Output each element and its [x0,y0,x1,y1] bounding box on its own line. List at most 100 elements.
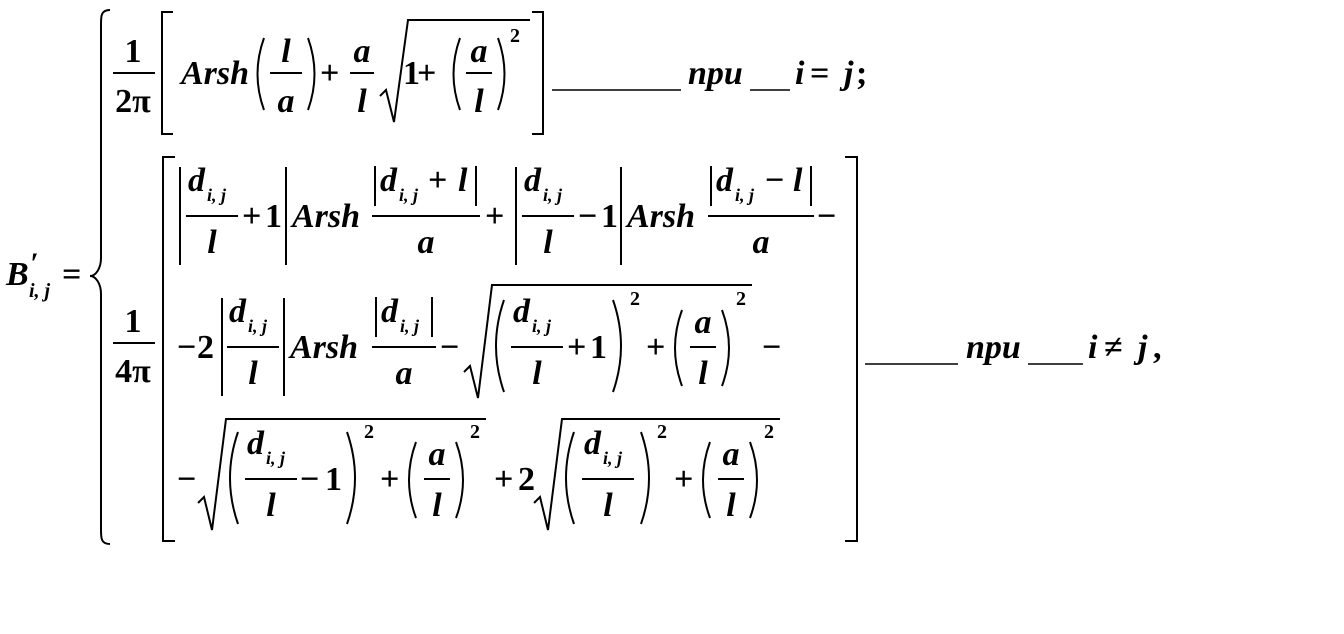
row-b-minus2: − [440,329,459,366]
case2-right-bracket [845,156,858,542]
row-a-frac1-d: d [188,162,206,199]
case2-cond-rel: ≠ [1104,329,1123,366]
case1-right-bracket [532,11,544,135]
row-a-one1: 1 [265,198,282,235]
row-a-num1-d: d [380,162,398,199]
row-b-al-num: a [695,304,712,341]
row-a-frac1-sub: i, j [207,185,227,205]
row-a-num1-plus: + [428,162,447,199]
row-c-plus2: + [494,461,513,498]
row-b-minus: − [177,329,196,366]
case1-sq-den: l [474,83,484,120]
case1-sqrt-sign [379,19,530,123]
lhs: B ′ i, j = [5,247,81,302]
row-a-num2-l: l [793,162,803,199]
row-b-sqrt-sign [463,284,752,399]
row-c-paren2-left [408,441,417,519]
row-a-plus2: + [485,198,504,235]
lhs-prime: ′ [30,247,38,280]
row-b-arsh-den: a [396,355,413,392]
case1-cond-rel: = [810,55,829,92]
row-b-num-d: d [381,293,399,330]
case1-plus: + [320,55,339,92]
row-c-al2-num: a [723,436,740,473]
row-b-num-sub: i, j [400,316,420,336]
case2-row-a: d i, j l + 1 Arsh d i, j + l a + d i, j … [179,162,836,265]
case2-frac-num: 1 [125,303,142,340]
case1-paren-right [307,37,316,111]
case1-coef-num: a [354,33,371,70]
row-c-exp4: 2 [764,421,774,443]
case2-row-b: − 2 d i, j l Arsh d i, j a − d i, j l + … [177,284,781,399]
case1-left-bracket [161,11,173,135]
row-c-paren3-left [565,431,575,525]
row-c-sqrt1-sign [197,418,486,531]
case2-cond-i: i [1088,329,1098,366]
case1-coef-den: l [357,83,367,120]
row-c-sqrt2-sign [533,418,780,531]
row-c-plus1: + [380,461,399,498]
row-a-num2-d: d [716,162,734,199]
row-b-trailing-minus: − [762,329,781,366]
case2-frac-den: 4π [115,353,151,390]
row-b-al-den: l [698,355,708,392]
row-c-minus: − [177,461,196,498]
row-c-two: 2 [518,461,535,498]
row-c-al1-den: l [432,487,442,524]
cases-brace [89,9,111,545]
row-b-paren2-left [674,309,683,387]
case2-cond-end: , [1153,329,1162,366]
row-c-in1-sub: i, j [266,448,286,468]
case2-row-c: − d i, j l − 1 2 + a l 2 + 2 d i, j l [177,418,780,531]
row-a-num1-l: l [458,162,468,199]
case1-sq-paren-left [452,37,461,111]
lhs-subscript: i, j [29,280,51,302]
row-a-num2-sub: i, j [735,185,755,205]
case1-sq-paren-right [497,37,506,111]
case1-sq-exp: 2 [510,25,520,47]
case1-frac-den: 2π [115,83,151,120]
case2-cond-j: j [1133,329,1148,366]
case1-sqrt-plus: + [417,55,436,92]
row-b-frac1-den: l [248,355,258,392]
row-c-in1-minus: − [300,461,319,498]
case1-cond-j: j [839,55,854,92]
case1-paren-left [256,37,265,111]
row-c-in2-sub: i, j [603,448,623,468]
case2-word: при [966,329,1021,366]
row-b-arsh: Arsh [288,329,358,366]
row-a-trailing-minus: − [817,198,836,235]
case-1: 1 2π Arsh l a + a l 1 + a l 2 при i = [113,11,867,135]
row-c-al1-num: a [429,436,446,473]
row-a-arsh2-den: a [753,224,770,261]
row-c-in1-den: l [266,487,276,524]
row-c-in1-one: 1 [325,461,342,498]
row-a-frac1-den: l [207,224,217,261]
case1-frac-num: 1 [125,33,142,70]
case2-left-bracket [162,156,175,542]
row-b-in-one: 1 [590,329,607,366]
row-c-paren4-right [749,441,758,519]
case1-cond-end: ; [856,55,867,92]
lhs-equals: = [62,256,81,293]
row-a-one2: 1 [601,198,618,235]
row-b-in-plus: + [567,329,586,366]
case1-sqrt-one: 1 [403,55,420,92]
row-b-paren1-left [495,299,505,393]
row-b-paren1-right [612,299,622,393]
row-a-frac2-sub: i, j [543,185,563,205]
row-c-paren1-right [346,431,356,525]
row-a-frac2-d: d [524,162,542,199]
row-b-exp2: 2 [736,288,746,310]
row-b-two: 2 [197,329,214,366]
case1-arsh-den: a [278,83,295,120]
row-c-paren4-left [702,441,711,519]
row-c-paren1-left [229,431,239,525]
case-2: 1 4π d i, j l + 1 Arsh d i, j + l a + [113,156,1162,542]
case1-word: при [688,55,743,92]
row-c-in2-d: d [584,425,602,462]
row-b-frac1-d: d [229,293,247,330]
row-c-paren2-right [455,441,464,519]
row-a-frac2-den: l [543,224,553,261]
